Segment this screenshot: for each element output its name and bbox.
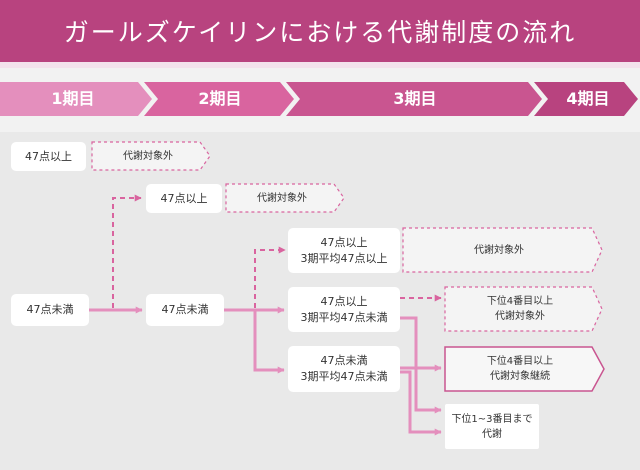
rank4-continue-label: 下位4番目以上 代謝対象継続 bbox=[448, 347, 592, 391]
phase-4-chevron bbox=[534, 82, 638, 116]
p3a-exempt-callout bbox=[402, 227, 603, 273]
p1-high-text: 47点以上 bbox=[25, 149, 72, 163]
phase-1-chevron bbox=[0, 82, 152, 116]
p2-high-node: 47点以上 bbox=[146, 184, 222, 213]
p3a-exempt-label: 代謝対象外 bbox=[406, 228, 592, 272]
p3-a-line1: 47点以上 bbox=[320, 235, 368, 249]
p2-low-text: 47点未満 bbox=[161, 303, 209, 316]
header-stripe bbox=[0, 62, 640, 68]
rank4-exempt-line1: 下位4番目以上 bbox=[486, 296, 554, 307]
p3a-exempt-text: 代謝対象外 bbox=[474, 244, 524, 256]
p1-low-text: 47点未満 bbox=[26, 303, 74, 316]
p3-c-node: 47点未満 3期平均47点未満 bbox=[288, 346, 400, 392]
phase-2-label: 2期目 bbox=[198, 89, 242, 108]
p2-exempt-label: 代謝対象外 bbox=[230, 184, 334, 212]
phase-2-chevron bbox=[144, 82, 294, 116]
phase-3-chevron bbox=[286, 82, 542, 116]
rank13-box: 下位1~3番目まで 代謝 bbox=[445, 404, 539, 449]
phase-4-label: 4期目 bbox=[566, 89, 610, 108]
p3-c-line2: 3期平均47点未満 bbox=[300, 370, 388, 383]
p1-exempt-text: 代謝対象外 bbox=[123, 150, 173, 162]
p2-high-text: 47点以上 bbox=[160, 191, 208, 205]
p2-exempt-text: 代謝対象外 bbox=[257, 192, 307, 204]
rank13-line2: 代謝 bbox=[482, 428, 502, 440]
phase-1-label: 1期目 bbox=[51, 89, 95, 108]
phase-3-label: 3期目 bbox=[393, 89, 437, 108]
page-title: ガールズケイリンにおける代謝制度の流れ bbox=[63, 18, 577, 47]
p1-high-node: 47点以上 bbox=[11, 142, 86, 171]
p3-a-line2: 3期平均47点以上 bbox=[300, 251, 388, 265]
p3-b-node: 47点以上 3期平均47点未満 bbox=[288, 287, 400, 332]
rank4-continue-line1: 下位4番目以上 bbox=[486, 356, 554, 367]
p3-b-line2: 3期平均47点未満 bbox=[300, 310, 388, 324]
p2-exempt-callout bbox=[225, 183, 345, 213]
p1-low-node: 47点未満 bbox=[11, 294, 89, 326]
p3-a-node: 47点以上 3期平均47点以上 bbox=[288, 228, 400, 273]
p1-exempt-label: 代謝対象外 bbox=[96, 142, 200, 170]
p2-low-node: 47点未満 bbox=[146, 294, 224, 326]
p3-b-line1: 47点以上 bbox=[320, 294, 368, 308]
p3-c-line1: 47点未満 bbox=[320, 354, 368, 367]
rank4-exempt-label: 下位4番目以上 代謝対象外 bbox=[448, 287, 592, 331]
header-banner: ガールズケイリンにおける代謝制度の流れ bbox=[0, 0, 640, 62]
rank4-exempt-callout bbox=[444, 286, 603, 332]
rank4-continue-callout bbox=[444, 346, 605, 392]
rank4-exempt-line2: 代謝対象外 bbox=[495, 311, 545, 322]
p1-exempt-callout bbox=[91, 141, 211, 171]
rank4-continue-line2: 代謝対象継続 bbox=[490, 371, 550, 382]
rank13-line1: 下位1~3番目まで bbox=[451, 413, 533, 425]
